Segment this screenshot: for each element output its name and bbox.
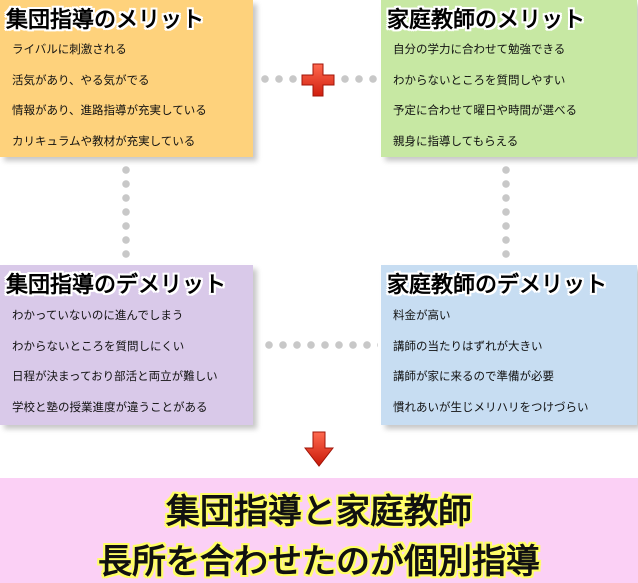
group-demerit-box: 集団指導のデメリット わかっていないのに進んでしまう わからないところを質問しに…	[0, 265, 253, 425]
list-item: 自分の学力に合わせて勉強できる	[393, 42, 566, 56]
list-item: 慣れあいが生じメリハリをつけづらい	[393, 399, 589, 414]
conclusion-line-2: 長所を合わせたのが個別指導	[98, 542, 540, 582]
list-item: 活気があり、やる気がでる	[12, 72, 150, 87]
group-merit-title: 集団指導のメリット	[6, 8, 205, 33]
list-item: 講師の当たりはずれが大きい	[393, 338, 543, 353]
group-merit-box: 集団指導のメリット ライバルに刺激される 活気があり、やる気がでる 情報があり、…	[0, 0, 253, 157]
group-merit-list: ライバルに刺激される 活気があり、やる気がでる 情報があり、進路指導が充実してい…	[12, 42, 207, 164]
connector-dots-top-right	[338, 75, 380, 83]
list-item: 親身に指導してもらえる	[393, 133, 519, 148]
list-item: わからないところを質問しやすい	[393, 72, 566, 87]
list-item: 料金が高い	[393, 308, 451, 322]
connector-dots-bottom	[262, 341, 378, 349]
list-item: 日程が決まっており部活と両立が難しい	[12, 369, 218, 383]
down-arrow-icon	[304, 431, 334, 467]
tutor-demerit-list: 料金が高い 講師の当たりはずれが大きい 講師が家に来るので準備が必要 慣れあいが…	[393, 308, 589, 430]
plus-icon	[301, 63, 335, 97]
tutor-merit-box: 家庭教師のメリット 自分の学力に合わせて勉強できる わからないところを質問しやす…	[381, 0, 637, 157]
tutor-merit-list: 自分の学力に合わせて勉強できる わからないところを質問しやすい 予定に合わせて曜…	[393, 42, 577, 164]
group-demerit-title: 集団指導のデメリット	[6, 273, 227, 298]
connector-dots-right	[502, 163, 510, 261]
tutor-merit-title: 家庭教師のメリット	[387, 8, 586, 33]
list-item: カリキュラムや教材が充実している	[12, 133, 196, 148]
tutor-demerit-title: 家庭教師のデメリット	[387, 273, 608, 298]
conclusion-line-1: 集団指導と家庭教師	[166, 492, 472, 532]
list-item: 情報があり、進路指導が充実している	[12, 103, 207, 117]
conclusion-banner: 集団指導と家庭教師 長所を合わせたのが個別指導	[0, 478, 638, 583]
list-item: わかっていないのに進んでしまう	[12, 308, 184, 322]
connector-dots-left	[122, 163, 130, 261]
list-item: 講師が家に来るので準備が必要	[393, 369, 554, 383]
connector-dots-top	[258, 75, 298, 83]
group-demerit-list: わかっていないのに進んでしまう わからないところを質問しにくい 日程が決まってお…	[12, 308, 218, 430]
list-item: 予定に合わせて曜日や時間が選べる	[393, 103, 577, 117]
list-item: ライバルに刺激される	[12, 42, 127, 56]
list-item: 学校と塾の授業進度が違うことがある	[12, 399, 208, 414]
list-item: わからないところを質問しにくい	[12, 338, 185, 353]
tutor-demerit-box: 家庭教師のデメリット 料金が高い 講師の当たりはずれが大きい 講師が家に来るので…	[381, 265, 637, 425]
